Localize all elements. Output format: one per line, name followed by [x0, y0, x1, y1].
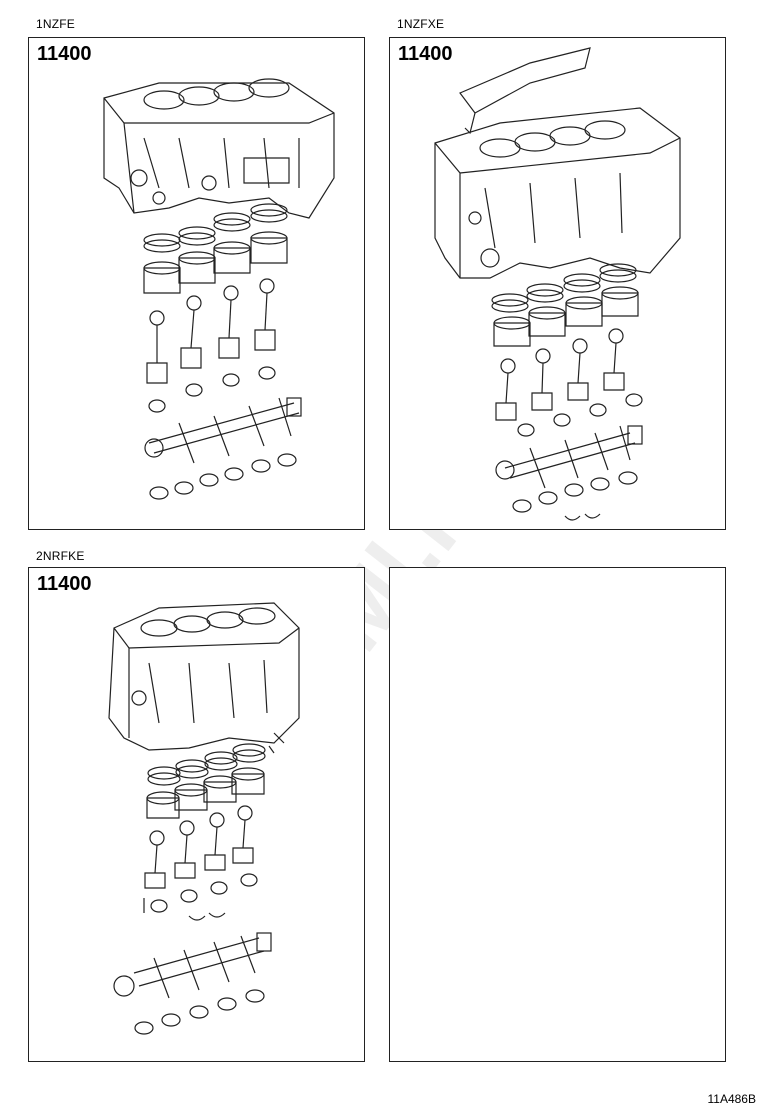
cylinder-block-icon	[103, 78, 335, 219]
panel-1nzfxe: 11400	[389, 37, 726, 530]
part-number-label[interactable]: 11400	[398, 43, 453, 65]
rod-bearings-icon	[517, 393, 643, 437]
connecting-rods-icon	[495, 328, 625, 421]
gasket-icon	[459, 47, 591, 135]
variant-label-2nrfke: 2NRFKE	[36, 549, 85, 563]
pistons-icon	[146, 767, 265, 819]
crankshaft-icon	[113, 932, 272, 999]
pistons-icon	[493, 286, 639, 347]
crankshaft-icon	[495, 425, 643, 489]
diagram-code: 11A486B	[707, 1092, 757, 1106]
engine-assembly-illustration	[108, 602, 300, 1035]
connecting-rods-icon	[144, 805, 254, 889]
variant-label-1nzfe: 1NZFE	[36, 17, 76, 31]
main-bearings-icon	[149, 453, 297, 500]
panel-empty	[389, 567, 726, 1062]
connecting-rods-icon	[146, 278, 276, 384]
cylinder-block-icon	[434, 107, 681, 279]
variant-label-1nzfxe: 1NZFXE	[397, 17, 445, 31]
piston-rings-icon	[147, 743, 266, 786]
piston-rings-icon	[491, 263, 637, 313]
engine-assembly-illustration	[103, 78, 335, 500]
part-number-label[interactable]: 11400	[37, 43, 92, 65]
cylinder-block-icon	[108, 602, 300, 754]
main-bearings-icon	[134, 989, 265, 1035]
pistons-icon	[143, 231, 288, 294]
rod-bearings-icon	[143, 873, 258, 921]
main-bearings-icon	[512, 471, 638, 521]
part-number-label[interactable]: 11400	[37, 573, 92, 595]
piston-rings-icon	[143, 203, 288, 253]
rod-bearings-icon	[148, 366, 276, 413]
crankshaft-icon	[144, 397, 302, 464]
engine-assembly-illustration	[434, 47, 681, 521]
panel-1nzfe: 11400	[28, 37, 365, 530]
panel-2nrfke: 11400	[28, 567, 365, 1062]
